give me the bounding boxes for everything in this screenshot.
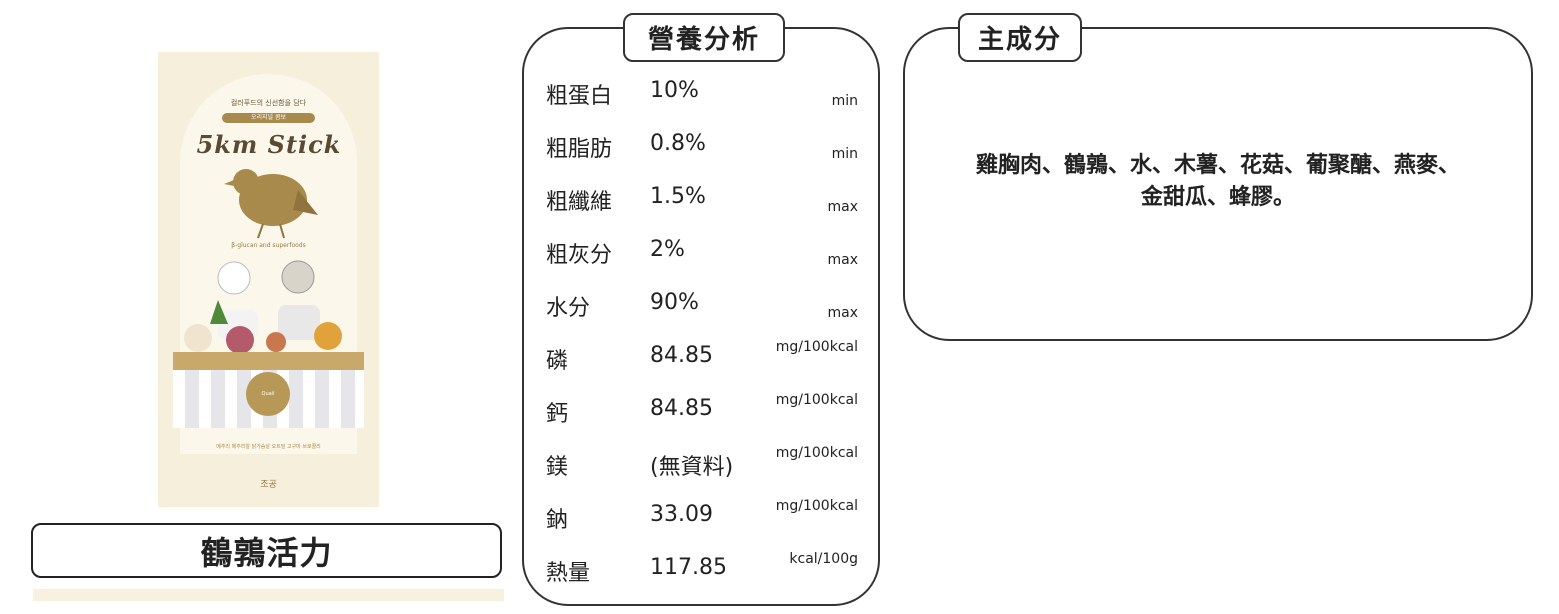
nutrition-value: 0.8% <box>650 131 706 156</box>
name-strip <box>33 589 504 601</box>
ingredients-title: 主成分 <box>958 13 1082 62</box>
package-bottom-text: 메추리 메추리알 닭가슴살 오트밀 고구마 브로콜리 <box>216 444 321 450</box>
nutrition-value: (無資料) <box>650 455 734 480</box>
product-name: 鶴鶉活力 <box>200 533 333 572</box>
nutrition-unit: mg/100kcal <box>775 498 858 514</box>
nutrition-unit: min <box>831 93 858 109</box>
nutrition-value: 84.85 <box>650 343 713 368</box>
nutrition-item: 鈉 <box>546 508 569 533</box>
package-brand: 조공 <box>260 480 277 490</box>
nutrition-value: 117.85 <box>650 555 727 580</box>
nutrition-value: 84.85 <box>650 396 713 421</box>
nutrition-unit: max <box>827 305 858 321</box>
nutrition-item: 粗蛋白 <box>546 84 613 109</box>
nutrition-item: 鎂 <box>546 455 569 480</box>
nutrition-item: 熱量 <box>546 561 591 586</box>
ingredients-text: 雞胸肉、鶴鶉、水、木薯、花菇、葡聚醣、燕麥、 金甜瓜、蜂膠。 <box>903 150 1533 214</box>
nutrition-item: 粗脂肪 <box>546 137 613 162</box>
package-top-text: 컬러푸드의 신선함을 담다 <box>230 99 307 107</box>
nutrition-unit: max <box>827 252 858 268</box>
nutrition-unit: max <box>827 199 858 215</box>
product-image: 컬러푸드의 신선함을 담다 오리지널 콤보 5km Stick β-glucan… <box>158 52 379 507</box>
package-logo: 5km Stick <box>196 130 342 159</box>
package-label: Quail <box>246 372 290 416</box>
nutrition-value: 1.5% <box>650 184 706 209</box>
nutrition-item: 鈣 <box>546 402 569 427</box>
package-pill: 오리지널 콤보 <box>222 113 315 123</box>
ingredients-line-1: 雞胸肉、鶴鶉、水、木薯、花菇、葡聚醣、燕麥、 <box>975 153 1460 178</box>
package-sub-text: β-glucan and superfoods <box>231 242 306 249</box>
nutrition-value: 2% <box>650 237 685 262</box>
nutrition-item: 水分 <box>546 296 591 321</box>
nutrition-value: 33.09 <box>650 502 713 527</box>
nutrition-unit: mg/100kcal <box>775 445 858 461</box>
nutrition-item: 磷 <box>546 349 569 374</box>
nutrition-unit: kcal/100g <box>789 551 858 567</box>
product-name-box: 鶴鶉活力 <box>31 523 502 578</box>
nutrition-item: 粗纖維 <box>546 190 613 215</box>
nutrition-item: 粗灰分 <box>546 243 613 268</box>
nutrition-value: 10% <box>650 78 699 103</box>
ingredients-panel <box>903 27 1533 341</box>
nutrition-unit: mg/100kcal <box>775 392 858 408</box>
nutrition-unit: min <box>831 146 858 162</box>
quail-illustration <box>184 169 342 354</box>
package-counter <box>173 352 364 370</box>
nutrition-title: 營養分析 <box>623 13 785 62</box>
nutrition-value: 90% <box>650 290 699 315</box>
nutrition-unit: mg/100kcal <box>775 339 858 355</box>
ingredients-line-2: 金甜瓜、蜂膠。 <box>1140 185 1295 210</box>
